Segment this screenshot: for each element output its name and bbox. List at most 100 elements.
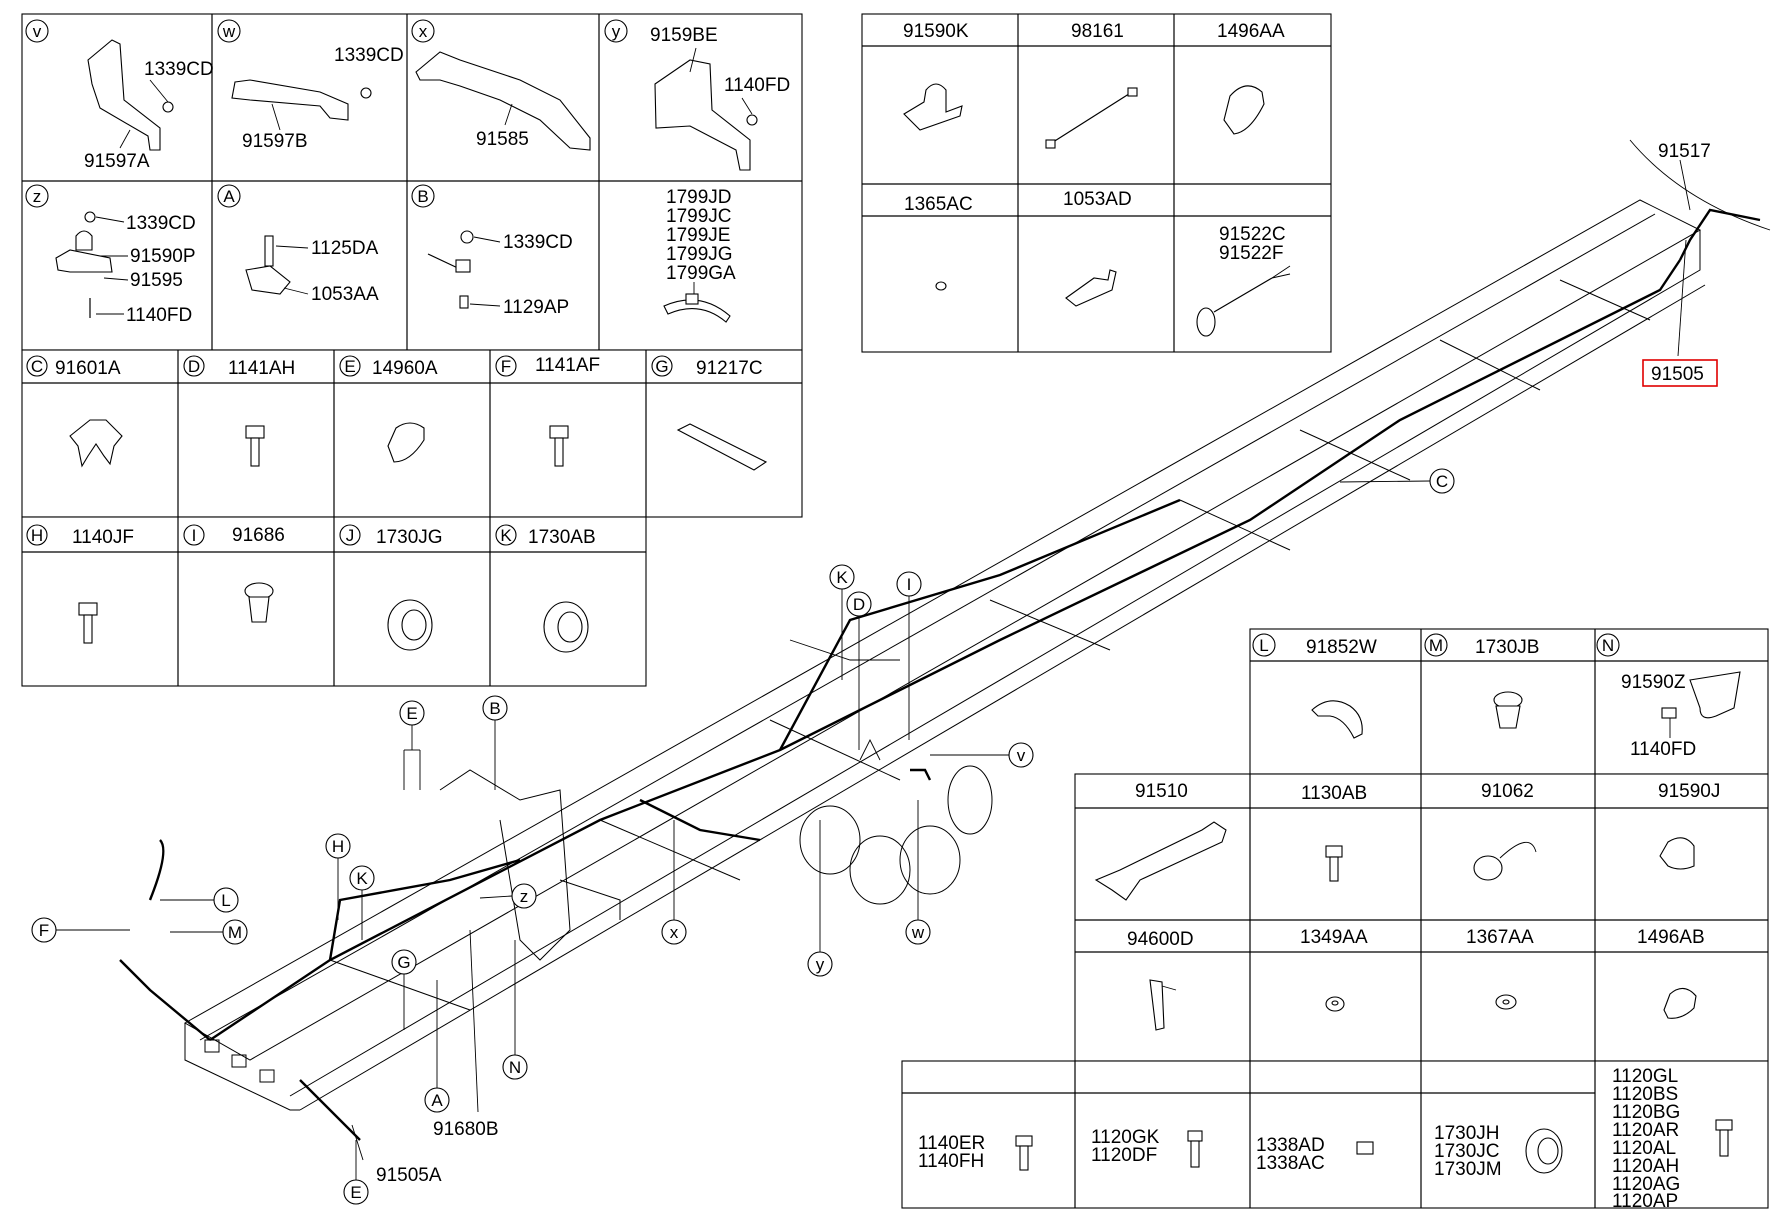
svg-text:C: C [31,357,43,376]
cell-91590K[interactable]: 91590K [903,21,969,131]
callout-I[interactable]: I [896,571,922,740]
cell-91510[interactable]: 91510 [1094,781,1227,901]
callout-H[interactable]: H [325,833,351,920]
svg-text:F: F [39,921,49,940]
cell-G[interactable]: G 91217C [651,355,768,471]
cell-M[interactable]: M 1730JB [1424,633,1539,729]
svg-text:F: F [501,357,511,376]
svg-text:M: M [228,923,242,942]
svg-text:91590J: 91590J [1658,781,1720,802]
cell-91062[interactable]: 91062 [1473,781,1537,881]
cell-J[interactable]: J 1730JG [339,524,443,651]
svg-text:1141AF: 1141AF [535,355,600,376]
callout-D[interactable]: D [846,591,872,750]
cell-1120GL[interactable]: 1120GL 1120BS 1120BG 1120AR 1120AL 1120A… [1612,1066,1733,1211]
cell-z[interactable]: z 1339CD 91590P 91595 1140FD [25,184,196,326]
svg-text:1125DA: 1125DA [311,238,379,259]
svg-text:w: w [222,22,236,41]
cell-D[interactable]: D 1141AH [183,355,295,467]
svg-text:1140FH: 1140FH [918,1151,984,1172]
svg-text:9159BE: 9159BE [650,25,718,46]
callout-A[interactable]: A [424,980,450,1113]
svg-text:E: E [344,357,355,376]
cell-clips[interactable]: 1799JD 1799JC 1799JE 1799JG 1799GA [663,187,736,323]
cell-1496AA[interactable]: 1496AA [1217,21,1285,135]
svg-text:N: N [1602,636,1614,655]
cell-K[interactable]: K 1730AB [495,524,596,653]
cell-1730JH[interactable]: 1730JH 1730JC 1730JM [1434,1123,1563,1180]
callout-K2[interactable]: K [349,865,375,940]
svg-text:1130AB: 1130AB [1301,783,1367,804]
callout-w[interactable]: w [905,800,931,945]
cell-1349AA[interactable]: 1349AA [1300,927,1368,1012]
cell-1053AD[interactable]: 1053AD [1063,189,1132,307]
cell-1140ER[interactable]: 1140ER 1140FH [918,1133,1033,1172]
svg-text:w: w [911,923,925,942]
cell-H[interactable]: H 1140JF [26,524,134,644]
cell-E[interactable]: E 14960A [339,355,438,463]
cell-F[interactable]: F 1141AF [495,355,600,467]
svg-text:L: L [221,891,230,910]
svg-text:1140ER: 1140ER [918,1133,985,1154]
svg-text:G: G [655,357,668,376]
callout-M[interactable]: M [170,919,248,945]
svg-text:B: B [417,187,428,206]
cell-98161[interactable]: 98161 [1045,21,1138,149]
svg-text:1053AD: 1053AD [1063,189,1132,210]
cell-A[interactable]: A 1125DA 1053AA [217,184,379,305]
svg-text:J: J [346,526,355,545]
svg-text:1339CD: 1339CD [503,232,573,253]
svg-text:91852W: 91852W [1306,637,1377,658]
cell-C[interactable]: C 91601A [26,355,123,468]
svg-text:1120DF: 1120DF [1091,1145,1157,1166]
cell-L[interactable]: L 91852W [1252,633,1377,739]
callout-y[interactable]: y [807,820,833,977]
svg-text:1338AC: 1338AC [1256,1153,1325,1174]
cell-1496AB[interactable]: 1496AB [1637,927,1705,1019]
callout-B[interactable]: B [482,695,508,790]
svg-text:A: A [431,1091,443,1110]
callout-E2[interactable]: E [343,1140,369,1205]
cell-1367AA[interactable]: 1367AA [1466,927,1534,1010]
svg-text:1129AP: 1129AP [503,297,569,318]
label-91505[interactable]: 91505 [1651,364,1704,385]
cell-1338AD[interactable]: 1338AD 1338AC [1256,1135,1374,1174]
cell-B[interactable]: B 1339CD 1129AP [411,184,573,318]
svg-text:N: N [509,1058,521,1077]
cell-1130AB[interactable]: 1130AB [1301,783,1367,882]
cell-N[interactable]: N 91590Z 1140FD [1596,633,1741,760]
svg-text:z: z [33,187,42,206]
cell-y[interactable]: y 9159BE 1140FD [604,19,790,171]
cell-1120GK[interactable]: 1120GK 1120DF [1091,1127,1203,1168]
callout-x[interactable]: x [661,820,687,945]
cell-v[interactable]: v 1339CD 91597A [25,19,214,172]
svg-text:91522F: 91522F [1219,243,1283,264]
svg-text:M: M [1429,636,1443,655]
cell-91590J[interactable]: 91590J [1658,781,1720,870]
callout-C[interactable]: C [1339,468,1455,494]
main-callouts: C K D I v E B H K z L F M G x y w N A E [31,468,1455,1205]
svg-text:x: x [419,22,428,41]
chassis-frame [183,199,1706,1111]
callout-F[interactable]: F [31,917,130,943]
cell-94600D[interactable]: 94600D [1127,929,1194,1031]
callout-L[interactable]: L [160,887,239,913]
callout-N[interactable]: N [502,940,528,1080]
callout-E1[interactable]: E [399,700,425,790]
svg-text:1496AB: 1496AB [1637,927,1705,948]
cell-1365AC[interactable]: 1365AC [904,194,973,291]
callout-v[interactable]: v [930,742,1034,768]
svg-text:91597A: 91597A [84,151,150,172]
callout-z[interactable]: z [479,883,537,909]
callout-G[interactable]: G [391,949,417,1030]
svg-text:1799GA: 1799GA [666,263,736,284]
cell-x[interactable]: x 91585 [411,19,591,151]
svg-text:C: C [1436,472,1448,491]
cell-91522C[interactable]: 91522C 91522F [1196,224,1291,337]
svg-text:1120BG: 1120BG [1612,1102,1680,1123]
callout-K[interactable]: K [829,564,855,680]
svg-text:98161: 98161 [1071,21,1124,42]
svg-text:B: B [489,699,500,718]
cell-w[interactable]: w 1339CD 91597B [217,19,404,152]
cell-I[interactable]: I 91686 [183,524,285,623]
